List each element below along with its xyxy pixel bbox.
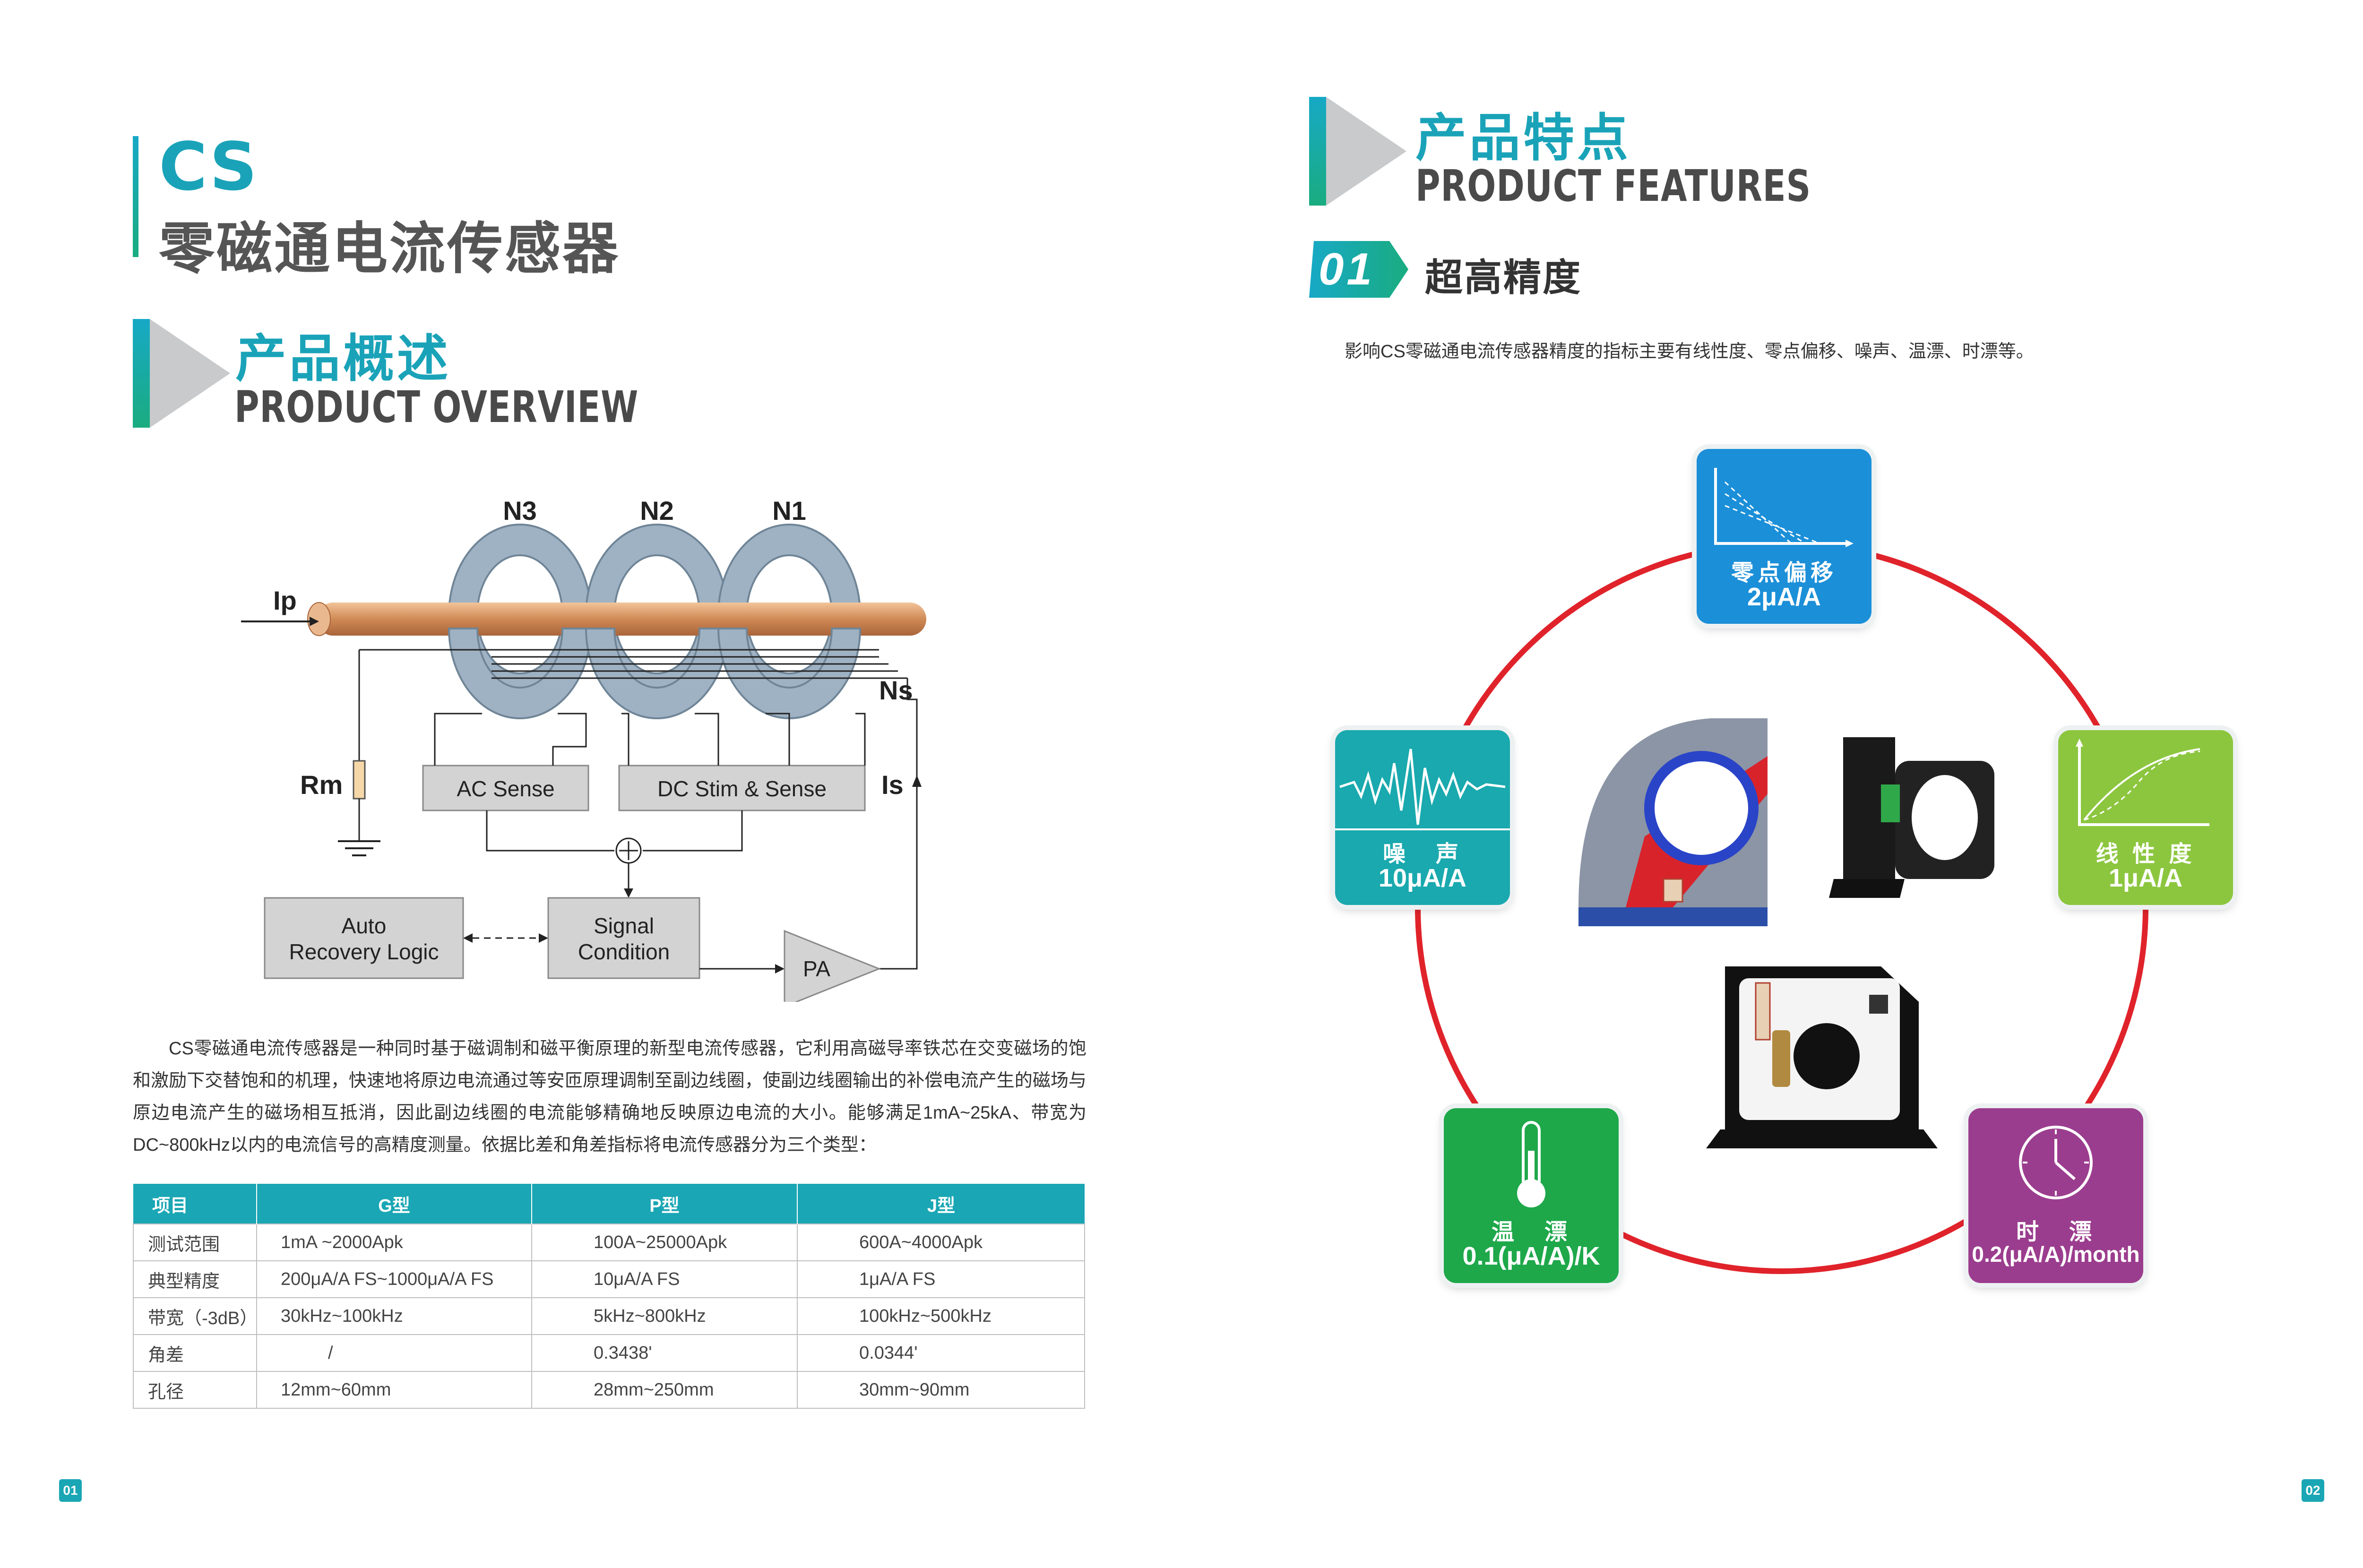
noise-wave-icon xyxy=(1335,749,1510,830)
header-j: J型 xyxy=(797,1184,1085,1224)
ac-sense-label: AC Sense xyxy=(457,776,554,801)
ns-label: Ns xyxy=(879,675,913,705)
card-time-drift: 时 漂 0.2(μA/A)/month xyxy=(1968,1108,2143,1283)
table-row: 孔径 12mm~60mm 28mm~250mm 30mm~90mm xyxy=(133,1371,1085,1409)
features-arrow-icon xyxy=(1326,97,1406,206)
dc-stim-sense-block xyxy=(618,765,866,811)
card-temperature-drift: 温 漂 0.1(μA/A)/K xyxy=(1444,1108,1619,1283)
temperature-drift-label: 温 漂 xyxy=(1491,1220,1571,1245)
product-name: 零磁通电流传感器 xyxy=(159,216,621,281)
rm-resistor xyxy=(353,760,366,800)
features-accent-bar xyxy=(1309,97,1326,206)
ip-label: Ip xyxy=(273,586,297,615)
title-accent-bar xyxy=(133,136,138,257)
linearity-label: 线 性 度 xyxy=(2096,842,2196,867)
product-image-2 xyxy=(1829,737,1994,898)
sensor-principle-diagram: N3 N2 N1 Ip Ns Rm AC Sense DC xyxy=(241,496,926,1002)
section-accent-bar xyxy=(133,319,150,428)
card-linearity: 线 性 度 1μA/A xyxy=(2058,730,2233,905)
overview-paragraph: CS零磁通电流传感器是一种同时基于磁调制和磁平衡原理的新型电流传感器，它利用高磁… xyxy=(133,1039,1087,1155)
secondary-winding xyxy=(358,649,918,970)
primary-conductor xyxy=(317,603,926,636)
rm-label: Rm xyxy=(300,770,343,800)
spec-table: 项目 G型 P型 J型 测试范围 1mA ~2000Apk 100A~25000… xyxy=(133,1184,1085,1409)
feature-description: 影响CS零磁通电流传感器精度的指标主要有线性度、零点偏移、噪声、温漂、时漂等。 xyxy=(1345,342,2034,362)
section-title-en: PRODUCT OVERVIEW xyxy=(234,382,639,432)
auto-recovery-label-1: Auto xyxy=(342,913,387,938)
product-image-3 xyxy=(1706,966,1938,1148)
time-drift-label: 时 漂 xyxy=(2016,1220,2096,1245)
signal-label-2: Condition xyxy=(578,939,670,964)
product-model: CS xyxy=(159,129,259,206)
time-drift-value: 0.2(μA/A)/month xyxy=(1972,1242,2140,1266)
zero-offset-chart-icon xyxy=(1714,468,1854,547)
ac-sense-block xyxy=(422,765,589,811)
feature-number-badge xyxy=(1309,241,1408,298)
page-number-left: 01 xyxy=(59,1479,82,1502)
page-number-right: 02 xyxy=(2302,1479,2324,1502)
pa-label: PA xyxy=(803,956,830,981)
product-image-1 xyxy=(1578,718,1768,926)
core-label-n1: N1 xyxy=(772,496,806,526)
thermometer-icon xyxy=(1517,1121,1545,1207)
linearity-value: 1μA/A xyxy=(2108,864,2183,892)
spec-table-header: 项目 G型 P型 J型 xyxy=(133,1184,1085,1224)
table-row: 带宽（-3dB） 30kHz~100kHz 5kHz~800kHz 100kHz… xyxy=(133,1297,1085,1335)
is-label: Is xyxy=(881,770,904,800)
card-zero-offset: 零点偏移 2μA/A xyxy=(1697,449,1871,624)
table-row: 测试范围 1mA ~2000Apk 100A~25000Apk 600A~400… xyxy=(133,1223,1085,1261)
feature-ring-graphic xyxy=(1415,541,2148,1274)
features-title-cn: 产品特点 xyxy=(1415,109,1631,168)
feature-title: 超高精度 xyxy=(1425,256,1582,300)
linearity-chart-icon xyxy=(2076,739,2209,826)
noise-label: 噪 声 xyxy=(1382,842,1462,867)
table-row: 典型精度 200μA/A FS~1000μA/A FS 10μA/A FS 1μ… xyxy=(133,1260,1085,1298)
features-title-en: PRODUCT FEATURES xyxy=(1415,161,1811,211)
table-row: 角差 / 0.3438' 0.0344' xyxy=(133,1334,1085,1372)
power-amplifier-block xyxy=(784,930,881,1002)
header-p: P型 xyxy=(531,1184,797,1224)
zero-offset-label: 零点偏移 xyxy=(1731,560,1837,586)
core-label-n3: N3 xyxy=(503,496,537,526)
header-g: G型 xyxy=(256,1184,532,1224)
dc-stim-sense-label: DC Stim & Sense xyxy=(657,776,827,801)
section-arrow-icon xyxy=(150,319,230,428)
zero-offset-value: 2μA/A xyxy=(1747,583,1821,611)
card-noise: 噪 声 10μA/A xyxy=(1335,730,1510,905)
signal-label-1: Signal xyxy=(594,913,654,938)
feature-number: 01 xyxy=(1319,244,1375,294)
clock-icon xyxy=(2019,1126,2093,1199)
temperature-drift-value: 0.1(μA/A)/K xyxy=(1462,1242,1600,1270)
noise-value: 10μA/A xyxy=(1378,864,1467,892)
signal-condition-block xyxy=(547,897,700,979)
core-label-n2: N2 xyxy=(640,496,674,526)
auto-recovery-label-2: Recovery Logic xyxy=(289,939,439,964)
section-title-cn: 产品概述 xyxy=(235,329,451,388)
auto-recovery-block xyxy=(264,897,464,979)
header-item: 项目 xyxy=(133,1184,257,1224)
